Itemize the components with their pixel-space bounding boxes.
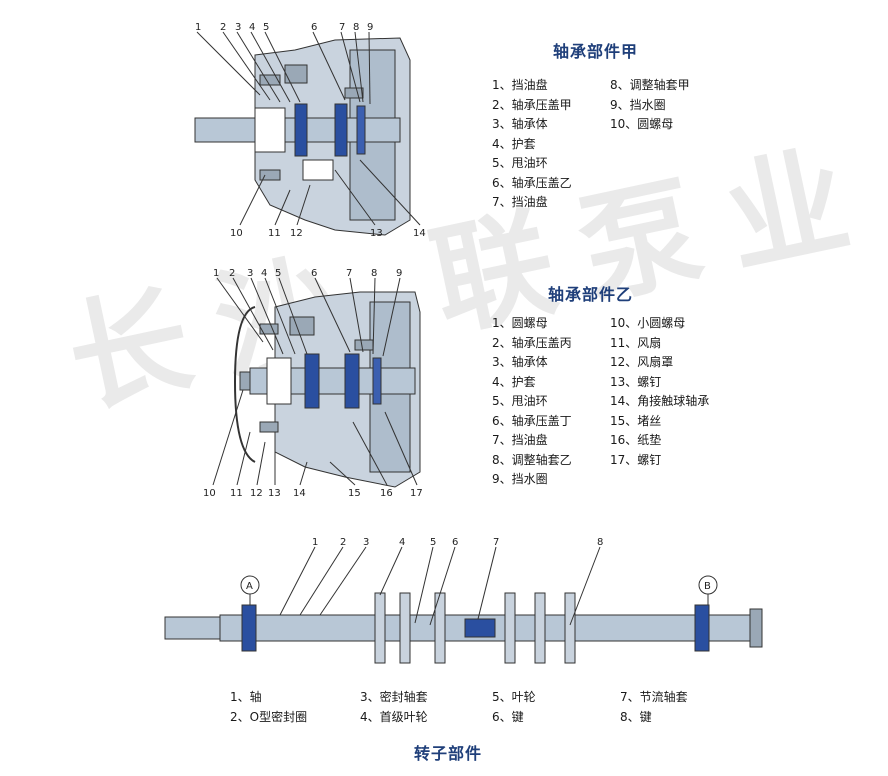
legend-item: 9、挡水圈	[492, 472, 548, 486]
callout-c-2: 2	[340, 537, 346, 548]
callout-b-5: 5	[275, 268, 281, 279]
legend-item: 12、风扇罩	[610, 355, 674, 369]
callout-b-9: 9	[396, 268, 402, 279]
marker-b-label: B	[704, 581, 711, 592]
callout-b-16: 16	[380, 488, 393, 499]
callout-c-1: 1	[312, 537, 318, 548]
callout-a-5: 5	[263, 22, 269, 33]
section-a-title: 轴承部件甲	[553, 42, 639, 61]
legend-item: 5、甩油环	[492, 156, 548, 170]
legend-item: 2、轴承压盖甲	[492, 97, 572, 112]
legend-item: 8、调整轴套甲	[610, 78, 690, 92]
legend-item: 3、密封轴套	[360, 690, 428, 704]
section-b-title: 轴承部件乙	[548, 285, 634, 304]
callout-c-4: 4	[399, 537, 405, 548]
legend-item: 6、键	[492, 709, 524, 724]
legend-item: 1、挡油盘	[492, 78, 548, 92]
bearing-assembly-a-drawing: 1 2 3 4 5 6 7 8 9 10 11 12 13 14	[194, 22, 426, 239]
legend-item: 7、节流轴套	[620, 690, 688, 704]
legend-item: 2、轴承压盖丙	[492, 335, 572, 350]
legend-item: 4、首级叶轮	[360, 709, 428, 724]
legend-item: 10、圆螺母	[610, 117, 674, 131]
callout-a-9: 9	[367, 22, 373, 33]
callout-a-8: 8	[353, 22, 359, 33]
callout-b-2: 2	[229, 268, 235, 279]
callout-b-13: 13	[268, 488, 281, 499]
callout-b-15: 15	[348, 488, 361, 499]
legend-item: 2、O型密封圈	[230, 709, 308, 724]
callout-a-11: 11	[268, 228, 281, 239]
callout-c-5: 5	[430, 537, 436, 548]
legend-item: 5、甩油环	[492, 394, 548, 408]
callout-a-6: 6	[311, 22, 317, 33]
legend-item: 17、螺钉	[610, 452, 662, 467]
callout-b-4: 4	[261, 268, 267, 279]
marker-a-label: A	[246, 581, 253, 592]
callout-c-3: 3	[363, 537, 369, 548]
section-b-legend: 1、圆螺母 2、轴承压盖丙 3、轴承体 4、护套 5、甩油环 6、轴承压盖丁 7…	[492, 314, 709, 490]
legend-item: 11、风扇	[610, 335, 662, 350]
legend-item: 3、轴承体	[492, 355, 548, 369]
callout-a-12: 12	[290, 228, 303, 239]
callout-b-12: 12	[250, 488, 263, 499]
callout-a-4: 4	[249, 22, 255, 33]
section-c-legend: 1、轴 2、O型密封圈 3、密封轴套 4、首级叶轮 5、叶轮 6、键 7、节流轴…	[230, 688, 688, 727]
callout-b-7: 7	[346, 268, 352, 279]
callout-b-17: 17	[410, 488, 423, 499]
callout-a-2: 2	[220, 22, 226, 33]
legend-item: 3、轴承体	[492, 117, 548, 131]
callout-b-11: 11	[230, 488, 243, 499]
callout-b-1: 1	[213, 268, 219, 279]
legend-item: 1、圆螺母	[492, 316, 548, 330]
legend-item: 7、挡油盘	[492, 433, 548, 447]
legend-item: 7、挡油盘	[492, 195, 548, 209]
callout-c-7: 7	[493, 537, 499, 548]
callout-a-1: 1	[195, 22, 201, 33]
section-c-title: 转子部件	[414, 744, 483, 763]
legend-item: 4、护套	[492, 136, 536, 151]
callout-b-3: 3	[247, 268, 253, 279]
legend-item: 10、小圆螺母	[610, 316, 686, 330]
legend-item: 6、轴承压盖丁	[492, 413, 572, 428]
legend-item: 16、纸垫	[610, 433, 662, 447]
callout-a-10: 10	[230, 228, 243, 239]
legend-item: 4、护套	[492, 374, 536, 389]
callout-b-8: 8	[371, 268, 377, 279]
callout-b-10: 10	[203, 488, 216, 499]
watermark: 长沙 联泵业	[56, 124, 888, 432]
callout-a-13: 13	[370, 228, 383, 239]
legend-item: 5、叶轮	[492, 690, 536, 704]
callout-a-3: 3	[235, 22, 241, 33]
callout-c-8: 8	[597, 537, 603, 548]
callout-a-14: 14	[413, 228, 426, 239]
callout-b-14: 14	[293, 488, 306, 499]
legend-item: 13、螺钉	[610, 374, 662, 389]
legend-item: 9、挡水圈	[610, 97, 666, 112]
legend-item: 1、轴	[230, 690, 262, 704]
callout-b-6: 6	[311, 268, 317, 279]
callout-c-6: 6	[452, 537, 458, 548]
bearing-assembly-b-drawing: 1 2 3 4 5 6 7 8 9 10 11 12 13 14 15 16 1…	[203, 268, 423, 499]
legend-item: 6、轴承压盖乙	[492, 175, 572, 190]
legend-item: 15、堵丝	[610, 413, 662, 428]
legend-item: 8、键	[620, 709, 652, 724]
section-a-legend: 1、挡油盘 2、轴承压盖甲 3、轴承体 4、护套 5、甩油环 6、轴承压盖乙 7…	[492, 76, 690, 213]
legend-item: 14、角接触球轴承	[610, 394, 710, 408]
callout-a-7: 7	[339, 22, 345, 33]
rotor-assembly-drawing: 1 2 3 4 5 6 7 8 A B	[164, 537, 763, 664]
legend-item: 8、调整轴套乙	[492, 452, 572, 467]
